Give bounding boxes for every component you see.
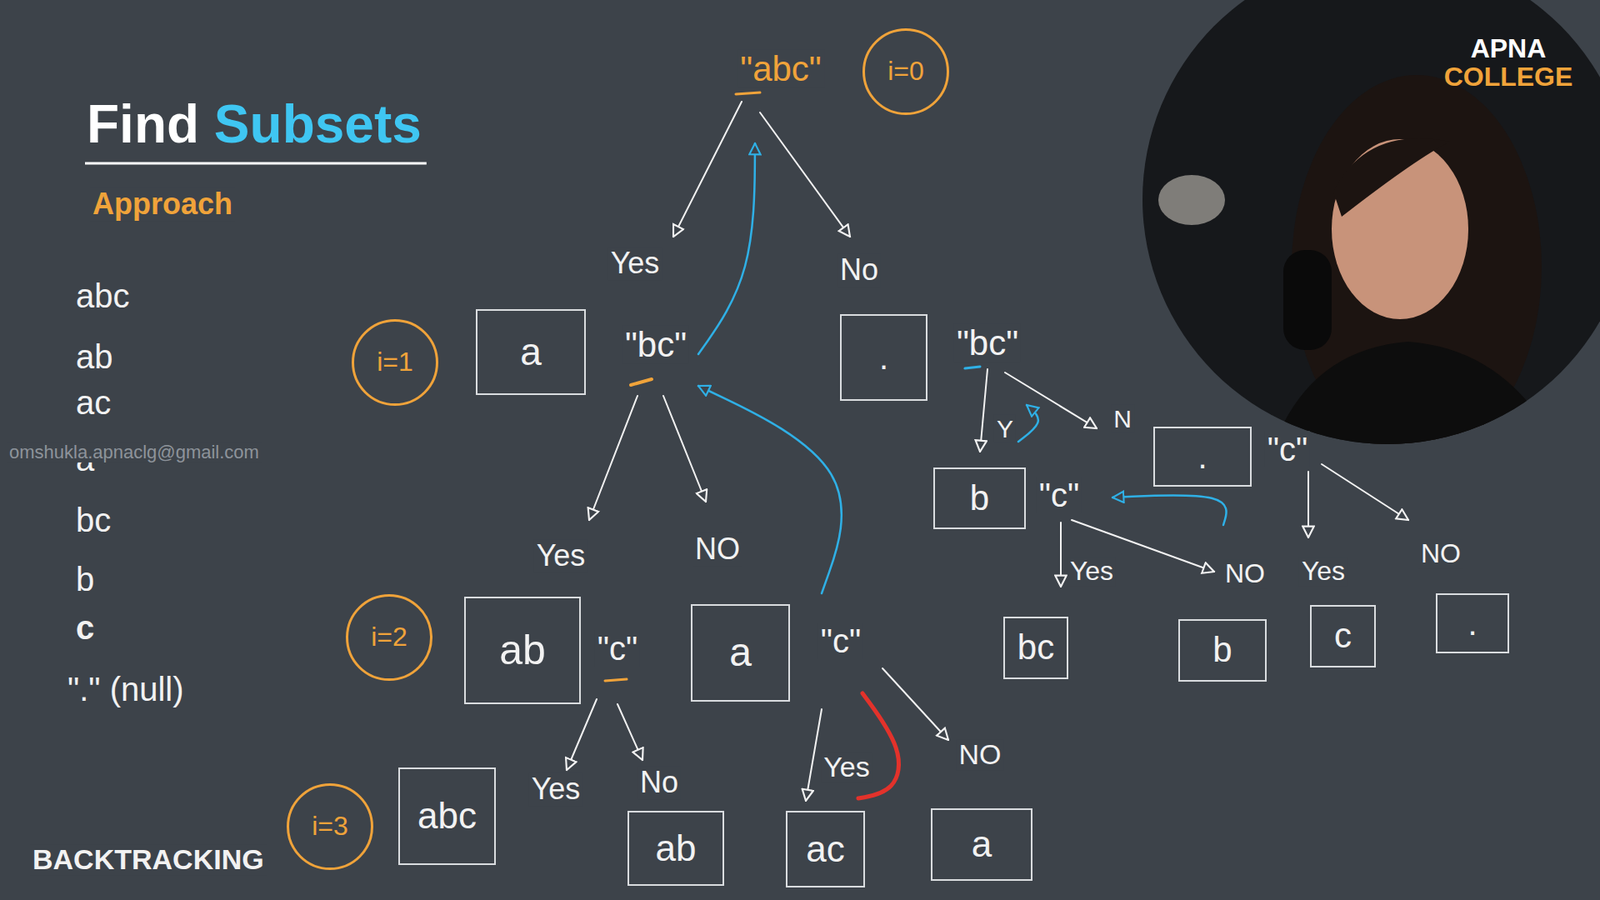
branch-arrow — [980, 369, 988, 452]
subset-text: a — [729, 630, 752, 675]
branch-arrow — [1307, 471, 1310, 538]
subset-box: a — [475, 309, 586, 395]
tree-label: Yes — [1067, 556, 1116, 586]
tree-label: Yes — [820, 751, 872, 783]
pointer-mark — [630, 379, 652, 385]
tree-label: NO — [1222, 559, 1268, 589]
index-label: i=1 — [376, 347, 414, 377]
tree-label: No — [637, 765, 681, 800]
subset-box: . — [1153, 426, 1252, 487]
index-circle: i=3 — [286, 783, 374, 870]
subset-text: . — [1197, 438, 1207, 475]
title-underline — [85, 162, 427, 165]
logo-text: APNA — [1468, 34, 1550, 64]
index-circle: i=1 — [351, 319, 439, 406]
subset-text: ab — [499, 627, 546, 674]
branch-arrow — [673, 101, 742, 237]
microphone — [1283, 250, 1332, 350]
presenter-figure — [1158, 75, 1567, 467]
lamp-glow — [1158, 175, 1225, 225]
subset-text: ac — [805, 829, 845, 870]
tree-label: Y — [994, 415, 1016, 443]
index-label: i=2 — [370, 622, 408, 652]
branch-arrow — [1005, 372, 1097, 429]
subset-box: . — [840, 314, 928, 401]
branch-arrow — [589, 395, 638, 520]
subset-box: . — [1435, 593, 1510, 654]
tree-label: NO — [956, 739, 1005, 770]
subset-box: b — [933, 467, 1026, 530]
subset-list-item: "." (null) — [65, 670, 187, 708]
backtrack-arrow — [1018, 405, 1039, 442]
tree-label: Yes — [534, 539, 589, 573]
subset-list-item: c — [73, 609, 97, 646]
fringe — [1333, 138, 1450, 217]
index-circle: i=2 — [345, 594, 433, 681]
subset-text: ab — [655, 828, 697, 869]
subset-box: bc — [1003, 616, 1069, 679]
tree-label: "abc" — [737, 50, 825, 89]
tree-label: "c" — [1036, 476, 1082, 514]
subset-list-item: abc — [73, 277, 133, 315]
subset-box: a — [930, 808, 1033, 881]
subset-box: abc — [398, 767, 496, 865]
tree-label: "c" — [595, 630, 640, 667]
index-circle: i=0 — [862, 28, 950, 115]
tree-label: N — [1110, 405, 1135, 433]
pointer-mark — [605, 679, 627, 681]
subset-box: b — [1178, 619, 1267, 681]
branch-arrow — [1060, 522, 1062, 587]
branch-arrow — [1321, 464, 1409, 520]
branch-arrow — [805, 709, 822, 801]
tree-label: "bc" — [954, 324, 1021, 363]
subset-list-item: ab — [73, 338, 116, 375]
face — [1331, 139, 1469, 320]
logo-text: COLLEGE — [1441, 62, 1576, 92]
tree-label: "c" — [1265, 430, 1310, 468]
subset-text: b — [1212, 630, 1232, 670]
branch-arrow — [617, 704, 643, 760]
backtrack-arrow — [698, 143, 755, 355]
branch-arrow — [663, 395, 706, 502]
tree-label: "bc" — [622, 325, 690, 365]
subset-text: . — [879, 339, 889, 376]
shirt — [1266, 341, 1567, 467]
subset-box: c — [1310, 605, 1376, 667]
subset-text: b — [970, 479, 990, 518]
pointer-mark — [735, 92, 760, 95]
backtrack-arrow — [1112, 495, 1227, 525]
subset-list-item: ac — [73, 384, 114, 421]
index-label: i=0 — [887, 56, 925, 86]
subset-list-item: bc — [73, 501, 114, 539]
tree-label: No — [837, 253, 881, 287]
subset-text: . — [1467, 605, 1477, 642]
subset-text: c — [1334, 616, 1352, 655]
tree-label: NO — [692, 532, 743, 566]
tree-label: Yes — [1299, 556, 1348, 586]
subset-text: a — [971, 824, 992, 865]
subset-box: a — [690, 604, 790, 702]
pointer-mark — [965, 366, 980, 369]
subset-box: ab — [627, 810, 725, 886]
tree-label: Yes — [529, 772, 584, 806]
page-title: Find Subsets — [86, 95, 422, 154]
branch-arrow — [760, 112, 850, 237]
tree-label: "c" — [818, 622, 864, 660]
branch-arrow — [566, 699, 597, 770]
index-label: i=3 — [311, 811, 349, 841]
branch-arrow — [882, 668, 949, 740]
subset-box: ab — [464, 596, 581, 705]
tree-label: Yes — [608, 246, 663, 280]
subset-text: abc — [417, 795, 477, 836]
subset-text: a — [520, 330, 542, 374]
watermark: omshukla.apnaclg@gmail.com — [6, 442, 262, 463]
tree-label: NO — [1418, 539, 1464, 569]
subset-text: bc — [1017, 628, 1055, 667]
section-heading: Approach — [90, 187, 235, 221]
subset-box: ac — [785, 810, 865, 888]
subset-list-item: b — [73, 560, 97, 598]
footer-tag: BACKTRACKING — [30, 844, 267, 875]
